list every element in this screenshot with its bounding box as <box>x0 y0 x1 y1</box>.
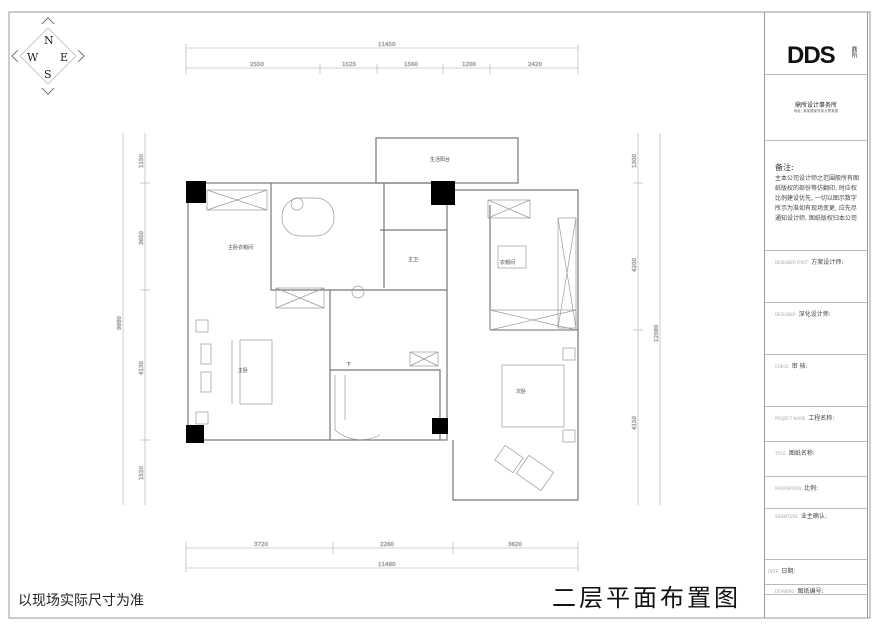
right-dimension: 1300 4200 4150 12080 <box>632 133 661 505</box>
dim-label: 3720 <box>254 542 268 548</box>
dim-label: 4150 <box>632 416 638 430</box>
sheet-border <box>8 11 871 619</box>
ottoman <box>497 245 527 269</box>
bed-master <box>239 339 273 405</box>
lounge-chair <box>494 444 524 474</box>
plan-title: 二层平面布置图 <box>552 584 741 612</box>
logo-side-text: 鼎所 <box>850 46 857 58</box>
title-block: DDS 鼎所 鼎所设计事务所 地址: 某某路某号某大厦某楼 备注: 主本公司设计… <box>764 12 868 618</box>
walls <box>187 137 579 501</box>
footer-note: 以现场实际尺寸为准 <box>18 593 144 609</box>
bed-second <box>501 364 565 428</box>
dim-label: 1525 <box>342 62 356 68</box>
notes-title: 备注: <box>775 163 794 172</box>
furniture <box>195 189 577 492</box>
left-dimension: 1150 3650 4130 1520 9880 <box>117 133 150 505</box>
dim-label: 2420 <box>528 62 542 68</box>
dim-label: 3620 <box>508 542 522 548</box>
bathtub <box>281 197 335 237</box>
dim-right-total: 12080 <box>654 324 660 342</box>
compass-n: N <box>44 34 54 47</box>
dim-label: 4130 <box>139 361 145 375</box>
compass-s: S <box>44 68 52 81</box>
dim-bottom-total: 11480 <box>378 562 396 568</box>
company-logo: DDS <box>787 42 836 69</box>
columns <box>186 181 455 443</box>
dim-label: 1150 <box>139 154 145 168</box>
dim-label: 3650 <box>139 231 145 245</box>
dim-label: 1560 <box>404 62 418 68</box>
dim-label: 1300 <box>632 154 638 168</box>
dim-label: 1520 <box>139 466 145 480</box>
room-label-master-bedroom: 主卧 <box>238 367 248 374</box>
stair-label: 下 <box>346 362 351 368</box>
bottom-dimension: 3720 2260 3620 11480 <box>185 542 579 572</box>
dim-label: 4200 <box>632 258 638 272</box>
dim-label: 1200 <box>462 62 476 68</box>
wardrobe <box>206 189 268 211</box>
dim-top-total: 11450 <box>378 42 396 48</box>
room-label-closet: 衣帽间 <box>500 259 515 266</box>
dim-label: 2260 <box>380 542 394 548</box>
room-label-master-closet: 主卧衣帽间 <box>228 244 253 251</box>
room-label-master-bath: 主卫 <box>408 256 418 263</box>
room-label-second-bedroom: 次卧 <box>516 388 526 395</box>
top-dimension: 11450 2550 1525 1560 1200 2420 <box>185 42 579 74</box>
dim-label: 2550 <box>250 62 264 68</box>
compass-w: W <box>27 51 39 64</box>
compass-e: E <box>60 51 68 64</box>
basin <box>351 285 365 299</box>
notes-text: 主本公司设计师之范围般所有图纸版权的部份等仿翻印, 时应权比例建设优先, 一切以… <box>775 175 860 222</box>
stair <box>334 375 381 441</box>
company-name: 鼎所设计事务所 <box>794 102 837 109</box>
dim-left-total: 9880 <box>117 316 123 330</box>
compass-icon: N S W E <box>11 17 85 95</box>
company-address: 地址: 某某路某号某大厦某楼 <box>793 109 839 113</box>
room-label-balcony: 生活阳台 <box>430 156 450 163</box>
